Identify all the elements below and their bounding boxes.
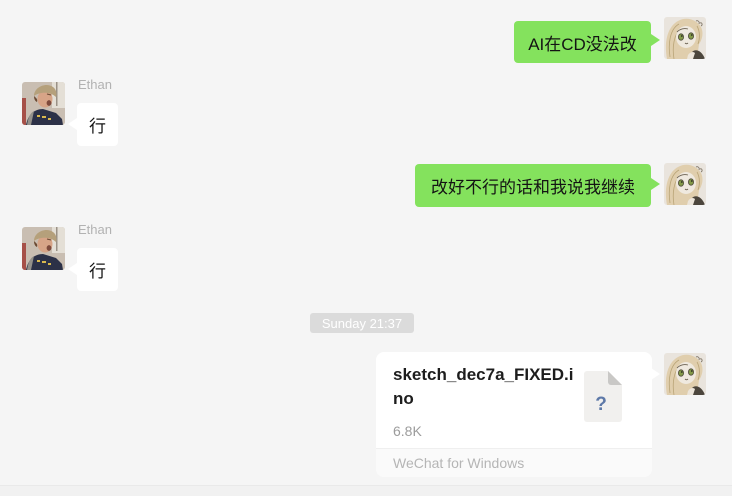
sketch-avatar-image bbox=[664, 353, 706, 395]
avatar-self[interactable] bbox=[664, 163, 706, 205]
sender-name: Ethan bbox=[78, 222, 112, 237]
bubble-tail bbox=[651, 34, 660, 46]
sketch-avatar-image bbox=[664, 17, 706, 59]
file-size: 6.8K bbox=[393, 423, 422, 439]
bubble-tail bbox=[651, 368, 660, 380]
sketch-avatar-image bbox=[664, 163, 706, 205]
question-mark-glyph: ? bbox=[595, 394, 607, 415]
avatar-self[interactable] bbox=[664, 17, 706, 59]
bubble-tail bbox=[651, 178, 660, 190]
sender-name: Ethan bbox=[78, 77, 112, 92]
timestamp-pill: Sunday 21:37 bbox=[310, 313, 414, 333]
file-source-footer: WeChat for Windows bbox=[376, 448, 652, 477]
sent-message-bubble[interactable]: 改好不行的话和我说我继续 bbox=[415, 164, 651, 207]
bubble-tail bbox=[68, 263, 77, 275]
chat-input-divider bbox=[0, 485, 732, 486]
file-source-label: WeChat for Windows bbox=[393, 455, 525, 471]
bubble-tail bbox=[68, 118, 77, 130]
photo-avatar-image bbox=[22, 82, 65, 125]
avatar-self[interactable] bbox=[664, 353, 706, 395]
received-message-bubble[interactable]: 行 bbox=[77, 103, 118, 146]
unknown-file-question-icon: ? bbox=[584, 371, 622, 422]
sent-message-bubble[interactable]: AI在CD没法改 bbox=[514, 21, 651, 63]
input-area-edge bbox=[0, 486, 732, 496]
photo-avatar-image bbox=[22, 227, 65, 270]
avatar-contact[interactable] bbox=[22, 227, 65, 270]
avatar-contact[interactable] bbox=[22, 82, 65, 125]
received-message-bubble[interactable]: 行 bbox=[77, 248, 118, 291]
file-message-card[interactable]: sketch_dec7a_FIXED.ino 6.8K ? WeChat for… bbox=[376, 352, 652, 477]
file-name: sketch_dec7a_FIXED.ino bbox=[393, 365, 574, 408]
